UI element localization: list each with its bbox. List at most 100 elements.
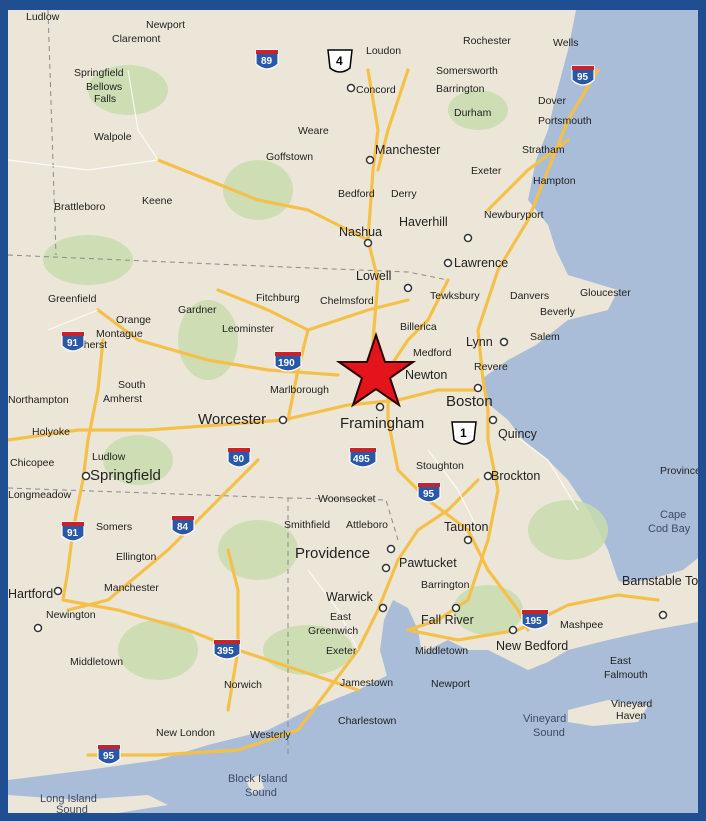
svg-text:Marlborough: Marlborough: [270, 384, 329, 396]
svg-text:Hampton: Hampton: [533, 175, 576, 187]
svg-text:Stratham: Stratham: [522, 144, 565, 156]
svg-text:Middletown: Middletown: [415, 645, 468, 657]
svg-text:Manchester: Manchester: [104, 582, 159, 594]
svg-text:Mashpee: Mashpee: [560, 619, 603, 631]
major-city-labels: Boston Worcester Providence Springfield …: [8, 84, 698, 653]
svg-text:95: 95: [423, 489, 435, 500]
svg-text:91: 91: [67, 338, 79, 349]
map-view[interactable]: Long Island Sound Block Island Sound Vin…: [8, 10, 698, 813]
svg-text:Portsmouth: Portsmouth: [538, 115, 592, 127]
svg-text:South: South: [118, 379, 146, 391]
svg-text:Goffstown: Goffstown: [266, 151, 313, 163]
cape-cod: [598, 558, 698, 625]
svg-text:Somersworth: Somersworth: [436, 65, 498, 77]
water-label: Vineyard: [523, 713, 566, 725]
us-route-shield: 4: [327, 49, 353, 73]
interstate-shield: 91: [61, 331, 85, 352]
svg-text:Ellington: Ellington: [116, 551, 156, 563]
svg-text:Greenfield: Greenfield: [48, 293, 97, 305]
svg-text:Rochester: Rochester: [463, 35, 511, 47]
svg-text:Salem: Salem: [530, 331, 560, 343]
svg-text:Chelmsford: Chelmsford: [320, 295, 374, 307]
svg-text:Haven: Haven: [616, 710, 647, 722]
block-island: [246, 775, 264, 794]
svg-text:New London: New London: [156, 727, 215, 739]
water-label: Cape: [660, 509, 686, 521]
svg-text:Warwick: Warwick: [326, 590, 374, 604]
svg-text:Vineyard: Vineyard: [611, 698, 652, 710]
interstate-shield: 190: [274, 351, 302, 372]
svg-text:Gloucester: Gloucester: [580, 287, 631, 299]
interstate-shield: 95: [571, 65, 595, 86]
water-label: Long Island: [40, 793, 97, 805]
svg-text:Leominster: Leominster: [222, 323, 274, 335]
svg-text:Springfield: Springfield: [74, 67, 124, 79]
mainland: [8, 10, 698, 780]
svg-text:Brockton: Brockton: [491, 469, 540, 483]
svg-text:Ludlow: Ludlow: [26, 11, 60, 23]
svg-text:Taunton: Taunton: [444, 520, 489, 534]
svg-text:Newton: Newton: [405, 368, 447, 382]
svg-text:Weare: Weare: [298, 125, 329, 137]
svg-text:Framingham: Framingham: [340, 415, 424, 432]
svg-text:Claremont: Claremont: [112, 33, 161, 45]
svg-text:Ludlow: Ludlow: [92, 451, 126, 463]
water-label: Sound: [533, 727, 565, 739]
svg-text:Greenwich: Greenwich: [308, 625, 358, 637]
interstate-shield: 95: [417, 482, 441, 503]
interstate-shield: 84: [171, 515, 195, 536]
svg-text:Pawtucket: Pawtucket: [399, 556, 457, 570]
svg-text:195: 195: [525, 616, 542, 627]
svg-text:Boston: Boston: [446, 393, 493, 410]
svg-text:89: 89: [261, 56, 273, 67]
svg-text:Dover: Dover: [538, 95, 567, 107]
city-dots: [33, 83, 668, 635]
svg-text:Lawrence: Lawrence: [454, 256, 508, 270]
svg-text:Amherst: Amherst: [103, 393, 142, 405]
svg-text:Brattleboro: Brattleboro: [54, 201, 106, 213]
svg-text:Montague: Montague: [96, 328, 143, 340]
svg-text:Manchester: Manchester: [375, 143, 440, 157]
svg-text:Northampton: Northampton: [8, 394, 69, 406]
svg-text:Lynn: Lynn: [466, 335, 493, 349]
svg-text:Gardner: Gardner: [178, 304, 217, 316]
svg-text:Billerica: Billerica: [400, 321, 437, 333]
svg-text:Nashua: Nashua: [339, 225, 382, 239]
svg-text:Orange: Orange: [116, 314, 151, 326]
svg-text:Danvers: Danvers: [510, 290, 549, 302]
water-label: Sound: [56, 804, 88, 813]
svg-text:Smithfield: Smithfield: [284, 519, 330, 531]
svg-text:Lowell: Lowell: [356, 269, 391, 283]
svg-text:Chicopee: Chicopee: [10, 457, 55, 469]
interstate-shield: 395: [213, 639, 241, 660]
map-canvas[interactable]: Long Island Sound Block Island Sound Vin…: [8, 10, 698, 813]
svg-text:Province: Province: [660, 465, 698, 477]
svg-text:Longmeadow: Longmeadow: [8, 489, 71, 501]
svg-text:Loudon: Loudon: [366, 45, 401, 57]
svg-text:Providence: Providence: [295, 545, 370, 562]
long-island: [8, 795, 168, 813]
highway-shields: 89 4 95 91 190 90 495: [61, 49, 595, 765]
state-borders: [8, 10, 449, 755]
svg-text:Somers: Somers: [96, 521, 132, 533]
svg-text:Fitchburg: Fitchburg: [256, 292, 300, 304]
interstate-shield: 95: [97, 744, 121, 765]
us-route-shield: 1: [451, 421, 477, 445]
svg-text:95: 95: [577, 72, 589, 83]
svg-text:Exeter: Exeter: [326, 645, 357, 657]
location-star-icon[interactable]: [335, 331, 417, 408]
svg-text:East: East: [610, 655, 631, 667]
svg-text:Falmouth: Falmouth: [604, 669, 648, 681]
svg-text:90: 90: [233, 454, 245, 465]
forest-areas: [43, 65, 608, 680]
svg-text:495: 495: [353, 454, 370, 465]
svg-text:Bedford: Bedford: [338, 188, 375, 200]
svg-text:Falls: Falls: [94, 93, 116, 105]
svg-text:Beverly: Beverly: [540, 306, 576, 318]
svg-text:Worcester: Worcester: [198, 411, 266, 428]
interstate-shield: 195: [521, 609, 549, 630]
svg-text:Hartford: Hartford: [8, 587, 53, 601]
svg-text:395: 395: [217, 646, 234, 657]
svg-text:Barnstable Town: Barnstable Town: [622, 574, 698, 588]
svg-text:Jamestown: Jamestown: [340, 677, 393, 689]
